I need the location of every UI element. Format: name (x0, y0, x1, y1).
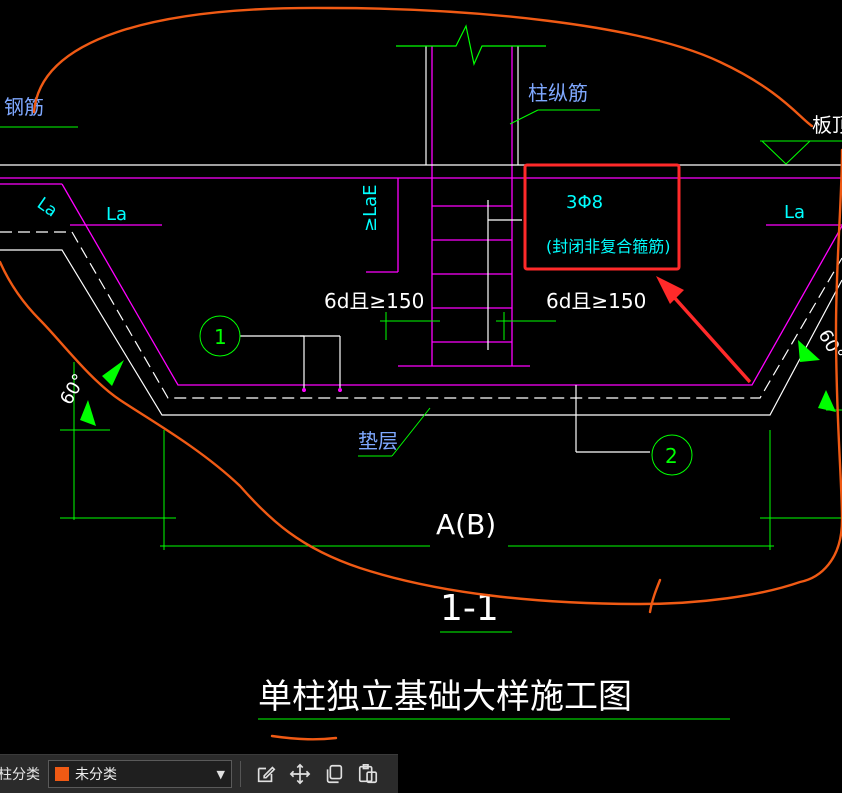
callout-2-label: 2 (665, 444, 678, 468)
dimension-lines (0, 109, 842, 720)
edit-icon (257, 766, 276, 783)
structure-white-lines (0, 46, 842, 453)
section-mark: 1-1 (440, 588, 499, 629)
copy-button[interactable] (317, 759, 351, 789)
category-selected-value: 未分类 (75, 767, 117, 783)
bottom-toolbar: 柱分类 未分类 ▼ (0, 754, 398, 793)
angle-left-label: 60° (56, 370, 90, 408)
dimension-ab: A(B) (436, 508, 496, 541)
edit-button[interactable] (249, 759, 283, 789)
drawing-title: 单柱独立基础大样施工图 (258, 677, 632, 717)
callout-1-label: 1 (214, 325, 227, 349)
break-symbol (396, 24, 546, 66)
spacing-right: 6d且≥150 (546, 289, 646, 313)
stirrup-spec: 3Φ8 (566, 192, 603, 213)
cushion-label: 垫层 (358, 429, 398, 453)
la-right-label: La (784, 202, 805, 223)
chevron-down-icon: ▼ (216, 767, 225, 781)
callout-circle-2 (651, 434, 693, 476)
la-sloped-label: La (33, 194, 61, 222)
paste-icon (358, 764, 378, 784)
lae-label: ≥LaE (360, 184, 381, 232)
angle-arrows (80, 340, 836, 426)
move-icon (289, 763, 311, 785)
paste-button[interactable] (351, 759, 385, 789)
move-button[interactable] (283, 759, 317, 789)
slab-top-label: 板顶 (812, 113, 842, 137)
highlight-box (523, 163, 681, 271)
callout-circle-1 (199, 315, 241, 357)
category-color-swatch (55, 767, 69, 781)
category-dropdown[interactable]: 未分类 ▼ (48, 760, 232, 788)
column-longitudinal-label: 柱纵筋 (528, 81, 588, 105)
copy-icon (326, 764, 343, 784)
la-left-label: La (106, 204, 127, 225)
rebar-dot (338, 388, 342, 392)
freehand-annotation (0, 6, 842, 741)
highlight-arrow (656, 276, 752, 384)
stirrup-note: (封闭非复合箍筋) (546, 237, 671, 256)
footing-outline (0, 46, 842, 386)
rebar-dot (302, 388, 306, 392)
category-label: 柱分类 (0, 767, 40, 783)
spacing-left: 6d且≥150 (324, 289, 424, 313)
toolbar-divider (240, 761, 241, 787)
rebar-label-left: 钢筋 (4, 95, 44, 119)
